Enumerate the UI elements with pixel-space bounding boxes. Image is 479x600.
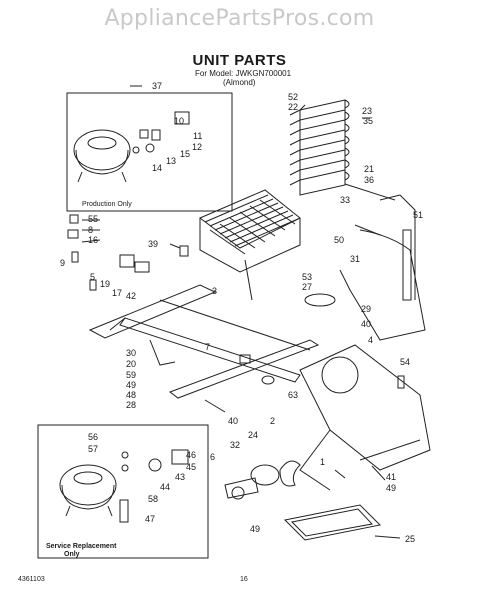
compressor-service [59, 464, 117, 517]
callout-8: 8 [88, 225, 93, 235]
callout-20: 20 [126, 359, 136, 369]
callout-2: 2 [270, 416, 275, 426]
callout-35: 35 [363, 116, 373, 126]
callout-1: 1 [320, 457, 325, 467]
callout-22: 22 [288, 102, 298, 112]
callout-42: 42 [126, 291, 136, 301]
callout-53: 53 [302, 272, 312, 282]
fan-platform [299, 344, 431, 491]
callout-55: 55 [88, 214, 98, 224]
callout-41: 41 [386, 472, 396, 482]
callout-23: 23 [362, 106, 372, 116]
callout-17: 17 [112, 288, 122, 298]
evaporator-coil [199, 189, 301, 273]
watermark: AppliancePartsPros.com [104, 6, 375, 31]
base-rails [88, 284, 320, 399]
callout-48: 48 [126, 390, 136, 400]
callout-56: 56 [88, 432, 98, 442]
callout-50: 50 [334, 235, 344, 245]
callout-57: 57 [88, 444, 98, 454]
callout-49b: 49 [386, 483, 396, 493]
callout-4: 4 [368, 335, 373, 345]
callout-33: 33 [340, 195, 350, 205]
page-title: UNIT PARTS [192, 52, 287, 69]
callout-44: 44 [160, 482, 170, 492]
model-info: For Model: JWKGN700001 (Almond) [195, 69, 315, 87]
callout-32: 32 [230, 440, 240, 450]
callout-3: 3 [212, 286, 217, 296]
production-only-box [66, 92, 233, 212]
callout-58: 58 [148, 494, 158, 504]
callout-21: 21 [364, 164, 374, 174]
callout-12: 12 [192, 142, 202, 152]
callout-19: 19 [100, 279, 110, 289]
callout-16: 16 [88, 235, 98, 245]
callout-6: 6 [210, 452, 215, 462]
service-label-line2: Only [64, 551, 80, 558]
service-label-line1: Service Replacement [46, 543, 117, 550]
page-number: 16 [240, 576, 248, 583]
callout-25: 25 [405, 534, 415, 544]
callout-36: 36 [364, 175, 374, 185]
callout-14: 14 [152, 163, 162, 173]
callout-52: 52 [288, 92, 298, 102]
callout-63: 63 [288, 390, 298, 400]
callout-5: 5 [90, 272, 95, 282]
callout-10: 10 [174, 116, 184, 126]
callout-46: 46 [186, 450, 196, 460]
callout-28: 28 [126, 400, 136, 410]
callout-39: 39 [148, 239, 158, 249]
document-code: 4361103 [18, 576, 45, 583]
callout-54: 54 [400, 357, 410, 367]
callout-15: 15 [180, 149, 190, 159]
callout-7: 7 [205, 342, 210, 352]
callout-51: 51 [413, 210, 423, 220]
callout-24: 24 [248, 430, 258, 440]
callout-49c: 49 [250, 524, 260, 534]
callout-30: 30 [126, 348, 136, 358]
service-replacement-box [37, 424, 209, 559]
callout-47: 47 [145, 514, 155, 524]
callout-59: 59 [126, 370, 136, 380]
callout-11: 11 [193, 131, 202, 141]
callout-9: 9 [60, 258, 65, 268]
condenser [289, 99, 350, 196]
production-only-label: Production Only [82, 201, 132, 208]
callout-49a: 49 [126, 380, 136, 390]
callout-43: 43 [175, 472, 185, 482]
model-color: (Almond) [223, 78, 256, 87]
callout-37: 37 [152, 81, 162, 91]
compressor-production [73, 129, 131, 183]
model-number: For Model: JWKGN700001 [195, 69, 292, 78]
callout-27: 27 [302, 282, 312, 292]
callout-31: 31 [350, 254, 360, 264]
drain-pan [283, 504, 382, 541]
callout-13: 13 [166, 156, 176, 166]
callout-29: 29 [361, 304, 371, 314]
fan-motor [224, 460, 301, 500]
callout-40b: 40 [228, 416, 238, 426]
callout-40a: 40 [361, 319, 371, 329]
tubing [339, 229, 426, 341]
callout-45: 45 [186, 462, 196, 472]
